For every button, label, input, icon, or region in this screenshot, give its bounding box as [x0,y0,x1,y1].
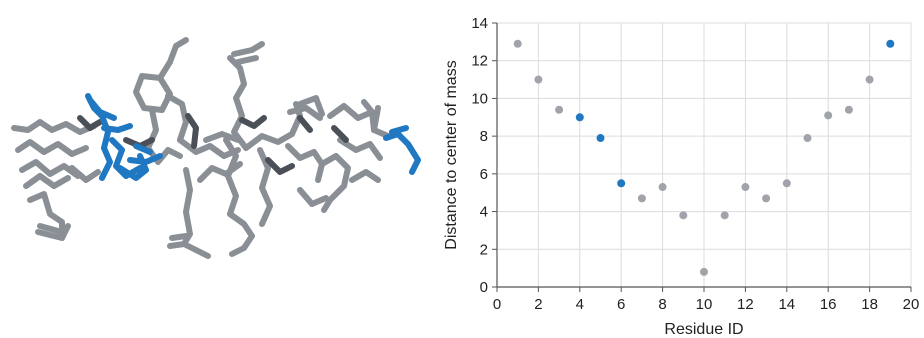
x-tick-label: 18 [861,296,878,313]
molecule-bond [197,161,243,183]
data-point [844,105,853,114]
molecule-bond [337,137,383,161]
y-tick-label: 10 [471,90,488,107]
x-tick-label: 20 [903,296,920,313]
molecule-bond [235,55,259,65]
molecule-bond [285,143,325,183]
molecule-gray-sticks [11,37,391,259]
molecule-bond [37,223,65,235]
molecule-bond [371,105,381,133]
data-point [534,75,543,84]
y-tick-label: 6 [480,166,488,183]
peptide-stick-model-icon [11,37,421,259]
molecule-bond [145,107,183,165]
y-tick-labels: 0 2 4 6 8 10 12 14 [471,15,488,296]
molecule-bond [133,143,153,155]
molecule-bond [169,233,189,241]
molecule-bond [177,137,241,159]
data-point-highlight [617,179,626,188]
molecule-bond [257,147,273,227]
molecule-bond [231,41,265,57]
molecule-bond [35,223,71,241]
y-tick-label: 4 [480,204,488,221]
data-point [824,111,833,120]
scatter-chart: 0 2 4 6 8 10 12 14 16 18 20 0 2 4 6 8 10 12 14 Residue ID… [443,15,920,338]
molecule-bond [383,131,421,175]
molecule-bond [87,97,117,121]
molecule-bond [101,123,133,133]
molecule-bond [15,139,89,157]
molecule-bond [181,167,193,247]
chart-axes [492,22,912,292]
molecule-bond [127,153,163,165]
x-tick-label: 2 [534,296,542,313]
molecule-bond [287,105,323,121]
data-point [865,75,874,84]
molecule-bond [167,241,199,253]
molecule-bond [185,113,199,149]
data-point [762,194,771,203]
x-tick-label: 0 [493,296,501,313]
x-tick-label: 10 [696,296,713,313]
data-point-highlight [575,113,584,122]
molecule-bond [165,93,189,143]
x-axis-title: Residue ID [664,321,743,338]
data-point [658,183,667,192]
x-tick-label: 8 [658,296,666,313]
data-point [679,211,688,220]
data-points [513,39,895,276]
y-tick-label: 14 [471,15,488,32]
x-tick-label: 12 [737,296,754,313]
molecule-bond [297,187,329,207]
y-tick-label: 0 [480,279,488,296]
x-tick-label: 14 [778,296,795,313]
y-tick-label: 2 [480,241,488,258]
molecule-bond [297,115,313,133]
data-point [782,179,791,188]
data-point [555,105,564,114]
molecule-bond [133,73,173,113]
molecule-bond [389,125,409,135]
data-point-highlight [596,134,605,143]
molecule-bond [77,115,103,131]
molecule-bond [319,153,351,213]
data-point [637,194,646,203]
molecule-bond [265,157,295,175]
data-point [741,183,750,192]
data-point [803,134,812,143]
molecule-bond [157,37,189,81]
molecule-bond [27,191,65,241]
molecule-bond [19,159,81,179]
molecule-bond [297,95,325,117]
molecule-bond [69,165,101,183]
data-point [700,267,708,276]
y-tick-label: 8 [480,128,488,145]
data-point [720,211,729,220]
molecule-bond [11,119,97,135]
molecule-bond [239,115,267,129]
y-axis-title: Distance to center of mass [443,60,460,249]
molecule-bond [193,247,211,259]
molecule-bond [203,131,241,143]
data-point-highlight [886,39,895,48]
data-point [513,39,522,48]
molecule-highlight-sticks [85,93,421,181]
molecule-bond [223,137,239,217]
y-tick-label: 12 [471,53,488,70]
molecule-bond [331,125,349,143]
x-tick-labels: 0 2 4 6 8 10 12 14 16 18 20 [493,296,920,313]
molecule-bond [243,131,295,151]
molecule-bond [327,103,375,121]
x-tick-label: 6 [617,296,625,313]
chart-grid [497,22,912,287]
x-tick-label: 4 [576,296,584,313]
molecule-bond [349,169,381,183]
x-tick-label: 16 [820,296,837,313]
molecule-bond [227,211,255,257]
molecule-bond [227,55,249,151]
molecule-bond [23,173,71,189]
